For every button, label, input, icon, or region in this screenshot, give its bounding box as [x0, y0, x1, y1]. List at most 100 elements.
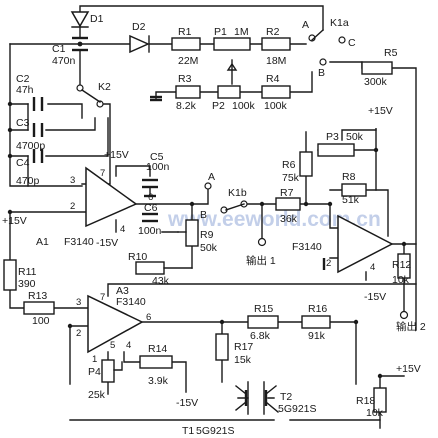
svg-text:7: 7: [100, 168, 105, 179]
svg-text:F3140: F3140: [292, 241, 322, 253]
transistor-t2: [264, 385, 279, 413]
capacitor-c1: [72, 36, 88, 52]
power-labels: +15V +15V +15V +15V -15V -15V -15V: [2, 105, 421, 409]
resistor-r14: [139, 355, 173, 369]
svg-text:T1: T1: [182, 425, 194, 437]
svg-text:4: 4: [120, 224, 125, 235]
capacitor-c5: [142, 178, 158, 189]
pot-p2: [217, 85, 241, 99]
svg-text:+15V: +15V: [368, 105, 393, 117]
svg-text:R17: R17: [234, 341, 253, 353]
svg-text:100: 100: [32, 315, 50, 327]
switch-k1a[interactable]: [308, 29, 346, 66]
svg-text:3.9k: 3.9k: [148, 375, 169, 387]
svg-text:22M: 22M: [178, 55, 198, 67]
switch-k2[interactable]: [76, 84, 104, 108]
svg-text:36k: 36k: [280, 213, 298, 225]
resistor-r1: [171, 37, 201, 51]
svg-text:1: 1: [92, 354, 97, 365]
diode-d2: [129, 34, 150, 54]
svg-text:K1a: K1a: [330, 17, 349, 29]
output-labels: 输出 1 输出 2: [246, 254, 426, 333]
svg-text:R18: R18: [356, 395, 375, 407]
svg-text:P1: P1: [214, 26, 227, 38]
capacitor-c6: [142, 212, 158, 223]
svg-text:-15V: -15V: [176, 397, 198, 409]
svg-text:R16: R16: [308, 303, 327, 315]
svg-text:8.2k: 8.2k: [176, 100, 197, 112]
svg-text:51k: 51k: [342, 194, 360, 206]
svg-text:1M: 1M: [234, 26, 249, 38]
pot-r9: [185, 219, 199, 247]
opamp-a1: [85, 166, 138, 228]
svg-text:+15V: +15V: [396, 363, 421, 375]
svg-text:D2: D2: [132, 21, 146, 33]
svg-text:5G921S: 5G921S: [196, 425, 235, 437]
pot-p1: [213, 37, 251, 51]
svg-text:100n: 100n: [146, 161, 170, 173]
svg-text:25k: 25k: [88, 389, 106, 401]
svg-text:R6: R6: [282, 159, 296, 171]
svg-text:10k: 10k: [366, 407, 384, 419]
svg-text:R7: R7: [280, 187, 294, 199]
switch-labels: K1a K2 K1b A B C A B: [98, 17, 356, 221]
svg-text:15k: 15k: [234, 354, 252, 366]
output-2-terminal[interactable]: [399, 310, 409, 320]
switch-k1b[interactable]: [204, 182, 248, 214]
svg-text:6.8k: 6.8k: [250, 330, 271, 342]
svg-text:10k: 10k: [392, 274, 410, 286]
svg-text:P2: P2: [212, 100, 225, 112]
opamp-a2: [337, 214, 394, 274]
svg-text:K1b: K1b: [228, 187, 247, 199]
svg-text:3: 3: [76, 297, 81, 308]
svg-text:R15: R15: [254, 303, 273, 315]
svg-text:R4: R4: [266, 73, 280, 85]
svg-text:300k: 300k: [364, 76, 388, 88]
svg-text:P4: P4: [88, 366, 101, 378]
svg-text:T2: T2: [280, 391, 292, 403]
output-1-label: 输出 1: [246, 254, 276, 267]
resistor-r3: [175, 85, 201, 99]
svg-text:100n: 100n: [138, 225, 162, 237]
svg-text:K2: K2: [98, 81, 111, 93]
svg-text:A: A: [302, 19, 309, 31]
svg-text:+15V: +15V: [2, 215, 27, 227]
svg-text:47h: 47h: [16, 84, 34, 96]
svg-text:R9: R9: [200, 229, 214, 241]
svg-text:R8: R8: [342, 171, 356, 183]
svg-text:C4: C4: [16, 157, 30, 169]
pot-p4: [101, 359, 115, 383]
svg-text:R3: R3: [178, 73, 192, 85]
output-1-terminal[interactable]: [257, 237, 267, 247]
svg-text:F3140: F3140: [64, 236, 94, 248]
svg-text:18M: 18M: [266, 55, 286, 67]
opamp-a3: [87, 294, 144, 354]
svg-text:A: A: [208, 171, 215, 183]
svg-text:470p: 470p: [16, 175, 40, 187]
switches: [76, 29, 346, 214]
svg-text:C5: C5: [150, 151, 164, 163]
svg-text:R10: R10: [128, 251, 147, 263]
svg-text:R14: R14: [148, 343, 167, 355]
svg-text:R11: R11: [18, 266, 37, 278]
capacitor-c2: [32, 97, 44, 111]
resistor-r5: [361, 61, 393, 75]
svg-text:4: 4: [370, 262, 375, 273]
output-2-label: 输出 2: [396, 320, 426, 333]
svg-text:91k: 91k: [308, 330, 326, 342]
resistor-r6: [299, 151, 313, 177]
svg-text:R5: R5: [384, 47, 398, 59]
svg-text:470n: 470n: [52, 55, 76, 67]
resistor-r16: [301, 315, 331, 329]
svg-text:100k: 100k: [264, 100, 288, 112]
resistor-r12: [397, 253, 411, 279]
svg-text:7: 7: [100, 292, 105, 303]
svg-text:4700p: 4700p: [16, 140, 45, 152]
svg-text:3: 3: [70, 175, 75, 186]
svg-text:2: 2: [76, 328, 81, 339]
pot-p3: [317, 143, 355, 157]
resistor-r13: [23, 301, 55, 315]
svg-text:C3: C3: [16, 117, 30, 129]
svg-text:6: 6: [148, 192, 153, 203]
svg-text:2: 2: [326, 258, 331, 269]
